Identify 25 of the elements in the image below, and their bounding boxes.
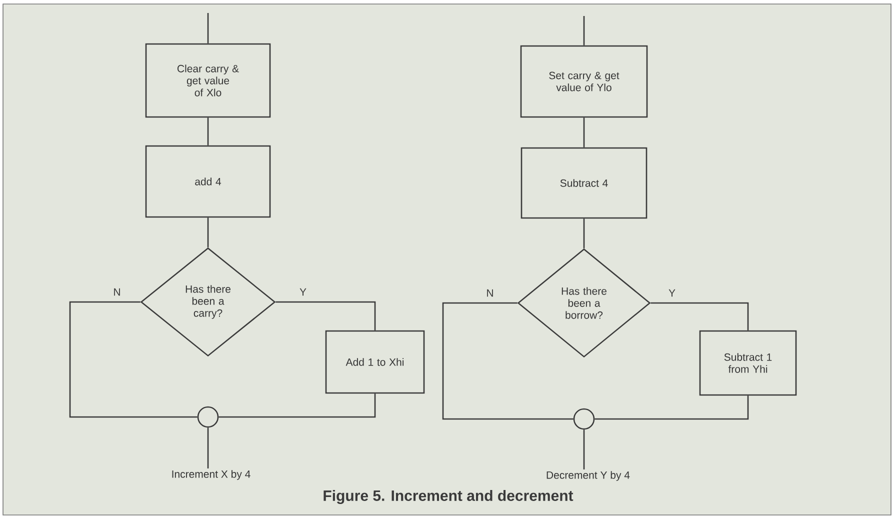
flow-line [207,218,209,248]
process-box: Subtract 1 from Yhi [699,330,797,396]
flow-line [594,396,749,420]
process-box: Subtract 4 [520,147,648,219]
flow-line [207,13,209,44]
output-label: Decrement Y by 4 [546,471,630,481]
flow-line [583,218,585,248]
flow-line [207,118,209,146]
junction-circle [197,406,219,428]
flow-line [583,118,585,148]
flow-line [442,302,574,420]
process-box: add 4 [145,145,271,218]
figure-caption: Figure 5. Increment and decrement [324,490,574,504]
process-box: Clear carry & get value of Xlo [145,43,271,118]
output-label: Increment X by 4 [172,470,250,480]
flow-line [583,430,585,470]
flow-line [583,16,585,46]
process-box: Set carry & get value of Ylo [520,45,648,118]
flow-line [207,428,209,468]
flow-line [218,394,376,418]
flow-line [276,301,376,330]
flow-line [69,301,198,418]
process-box: Add 1 to Xhi [325,330,425,394]
junction-circle [573,408,595,430]
flow-line [650,302,749,330]
